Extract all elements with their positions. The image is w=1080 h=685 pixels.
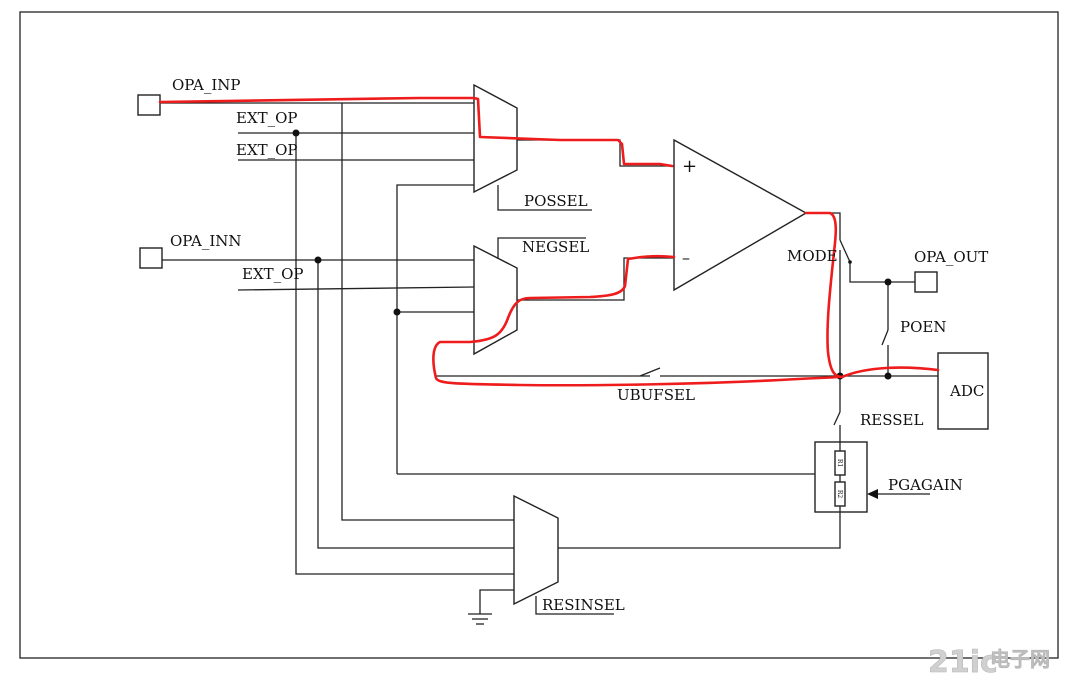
label-poen: POEN <box>900 318 946 336</box>
label-opa-inp: OPA_INP <box>172 76 241 94</box>
resistor-2-label: R2 <box>836 490 843 499</box>
watermark-logo: 21ic 电子网 <box>928 645 1051 681</box>
poen-switch <box>881 329 889 346</box>
adc-block <box>937 352 989 430</box>
resistor-1 <box>834 450 846 476</box>
label-possel: POSSEL <box>524 192 588 210</box>
resinsel-mux <box>513 494 559 606</box>
label-pgagain: PGAGAIN <box>888 476 963 494</box>
ubufsel-switch <box>639 367 661 377</box>
label-ubufsel: UBUFSEL <box>617 386 695 404</box>
op-amp <box>673 138 808 292</box>
diagram-frame <box>19 11 1059 659</box>
opa-out-pin <box>914 271 938 293</box>
switches <box>639 239 889 426</box>
negsel-mux <box>473 244 518 356</box>
opa-inp-pin <box>137 94 161 116</box>
label-ext-op-2: EXT_OP <box>236 141 298 159</box>
label-adc: ADC <box>949 382 984 400</box>
label-negsel: NEGSEL <box>522 238 589 256</box>
label-opa-inn: OPA_INN <box>170 232 242 250</box>
label-opa-out: OPA_OUT <box>914 248 988 266</box>
opa-inn-pin <box>139 247 163 269</box>
label-ext-op-1: EXT_OP <box>236 109 298 127</box>
label-minus: – <box>682 248 690 267</box>
highlighted-signal-path <box>158 96 940 387</box>
mode-switch <box>839 239 851 263</box>
label-ressel: RESSEL <box>860 411 923 429</box>
watermark-suffix: 电子网 <box>990 647 1050 671</box>
label-mode: MODE <box>787 247 838 265</box>
resistor-2 <box>834 481 846 507</box>
ressel-switch <box>833 411 841 426</box>
watermark-brand: 21ic <box>928 645 998 680</box>
resistor-1-label: R1 <box>836 459 843 467</box>
signal-labels: OPA_INP EXT_OP EXT_OP POSSEL OPA_INN NEG… <box>170 76 988 614</box>
signal-wires <box>160 102 938 625</box>
label-resinsel: RESINSEL <box>542 596 625 614</box>
label-ext-op-3: EXT_OP <box>242 265 304 283</box>
label-plus: + <box>682 156 697 177</box>
